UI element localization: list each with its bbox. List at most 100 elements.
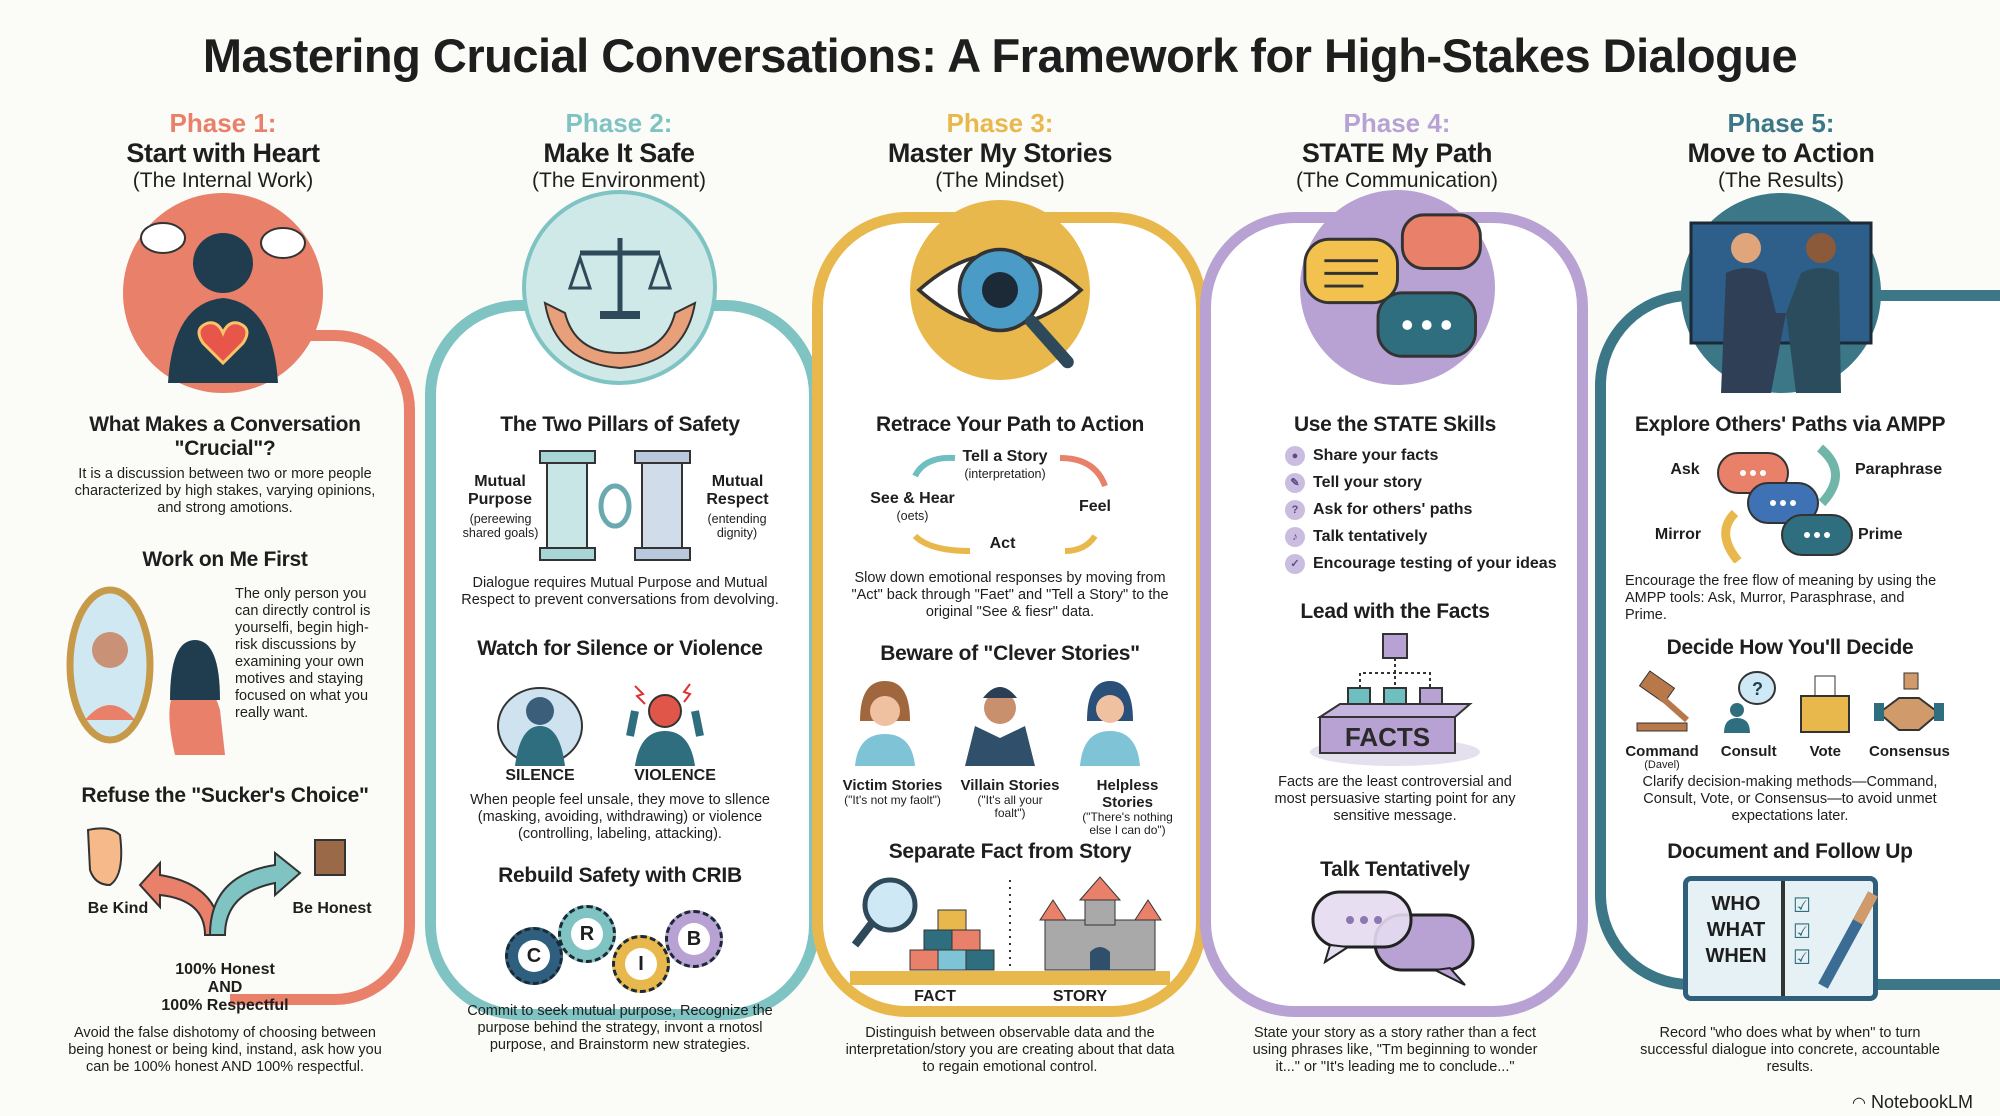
victim-person-icon xyxy=(855,681,915,766)
see-hear-label: See & Hear xyxy=(870,490,955,507)
state-skill-item: ? Ask for others' paths xyxy=(1285,496,1557,523)
story-type-name: Helpless Stories xyxy=(1096,777,1159,811)
facts-block-icon xyxy=(1310,633,1480,766)
ampp-bubbles-icon xyxy=(1717,444,1853,563)
state-skills-list: ●Share your facts ✎Tell your story ? Ask … xyxy=(1285,442,1557,577)
skill-label: Ask for others' paths xyxy=(1313,500,1473,518)
violence-person-icon xyxy=(626,683,704,766)
mirror-label: Mirror xyxy=(1654,526,1702,543)
story-icon: ✎ xyxy=(1285,472,1305,493)
prime-label: Prime xyxy=(1858,526,1903,543)
section-text-document: Record "who does what by when" to turn s… xyxy=(1640,1025,1940,1075)
skill-label: Share your facts xyxy=(1313,446,1439,464)
section-text-work-on-me: The only person you can directly control… xyxy=(235,586,371,721)
method-label: Vote xyxy=(1809,743,1842,760)
gear-icon: B xyxy=(665,910,723,968)
scales-in-hands-icon xyxy=(522,190,717,385)
tentative-bubbles-icon xyxy=(1311,890,1475,986)
method-vote: Vote xyxy=(1795,668,1855,771)
fact-label: FACT xyxy=(914,988,956,1005)
phase-subtitle: (The Environment) xyxy=(532,169,706,192)
section-text-pillars: Dialogue requires Mutual Purpose and Mut… xyxy=(461,575,779,608)
both-label-1: 100% Honest xyxy=(175,961,275,978)
section-title-state-skills: Use the STATE Skills xyxy=(1293,413,1497,436)
state-skill-item: ●Share your facts xyxy=(1285,442,1557,469)
gear-icon: I xyxy=(612,935,670,993)
phase5-header: Phase 5: Move to Action (The Results) xyxy=(1581,108,1981,194)
method-consult: ?Consult xyxy=(1714,668,1784,771)
section-title-talk-tentatively: Talk Tentatively xyxy=(1320,858,1470,881)
section-title-document: Document and Follow Up xyxy=(1667,840,1913,863)
phase-subtitle: (The Mindset) xyxy=(935,169,1065,192)
phase-label: Phase 3: xyxy=(946,108,1054,138)
mutual-respect-label: Mutual Respect xyxy=(706,473,769,508)
feel-label: Feel xyxy=(1078,498,1111,515)
facts-box-label: FACTS xyxy=(1344,722,1431,752)
section-text-suckers-choice: Avoid the false dishotomy of choosing be… xyxy=(68,1025,382,1075)
mutual-purpose-label: Mutual Purpose xyxy=(467,473,532,508)
ask-label: Ask xyxy=(1670,461,1700,478)
method-consensus: Consensus xyxy=(1867,668,1952,771)
act-label: Act xyxy=(989,535,1016,552)
handshake-blueprint-icon xyxy=(1681,193,1881,393)
section-text-ampp: Encourage the free flow of meaning by us… xyxy=(1625,573,1937,623)
mask-icon xyxy=(84,826,136,896)
phase4-frame xyxy=(1200,212,1588,1017)
violence-label: VIOLENCE xyxy=(634,767,716,784)
notebooklm-logo-icon: ◠ xyxy=(1852,1094,1866,1112)
fork-arrows-icon xyxy=(86,827,346,936)
gavel-icon xyxy=(1636,670,1689,732)
phase-title: Move to Action xyxy=(1687,138,1875,168)
heart-person-icon xyxy=(123,193,323,393)
phase-subtitle: (The Internal Work) xyxy=(132,169,314,192)
when-label: WHEN xyxy=(1705,945,1767,967)
phase4-header: Phase 4: STATE My Path (The Communicatio… xyxy=(1197,108,1597,194)
method-label: Consensus xyxy=(1869,743,1950,760)
story-type-quote: ("It's not my faolt") xyxy=(844,793,941,807)
phase-title: Start with Heart xyxy=(126,138,320,168)
state-skill-item: ♪ Talk tentatively xyxy=(1285,523,1557,550)
pen-icon xyxy=(1818,891,1878,989)
ask-icon: ? xyxy=(1285,499,1305,520)
see-hear-sub: (oets) xyxy=(896,509,929,523)
phase-label: Phase 4: xyxy=(1343,108,1451,138)
notebook-icon: WHO WHAT WHEN ☑☑☑ xyxy=(1683,876,1878,1001)
section-title-clever-stories: Beware of "Clever Stories" xyxy=(880,642,1140,665)
phase1-frame xyxy=(230,330,415,1005)
paraphrase-label: Paraphrase xyxy=(1855,461,1943,478)
be-kind-label: Be Kind xyxy=(87,900,149,917)
ballot-box-icon xyxy=(1800,675,1851,733)
section-title-decide: Decide How You'll Decide xyxy=(1666,636,1914,659)
notebooklm-brand: ◠ NotebookLM xyxy=(1852,1092,1973,1113)
who-label: WHO xyxy=(1711,893,1761,915)
silence-label: SILENCE xyxy=(505,767,575,784)
section-title-crib: Rebuild Safety with CRIB xyxy=(498,864,742,887)
page-title: Mastering Crucial Conversations: A Frame… xyxy=(202,29,1798,82)
section-title-pillars: The Two Pillars of Safety xyxy=(500,413,740,436)
section-text-silence-violence: When people feel unsale, they move to sl… xyxy=(470,792,770,842)
method-label: Consult xyxy=(1720,743,1777,760)
skill-label: Talk tentatively xyxy=(1313,527,1428,545)
both-label-3: 100% Respectful xyxy=(161,997,289,1014)
talk-icon: ♪ xyxy=(1285,526,1305,547)
story-label: STORY xyxy=(1052,988,1108,1005)
phase1-header: Phase 1: Start with Heart (The Internal … xyxy=(23,108,423,194)
handshake-icon xyxy=(1874,672,1945,731)
story-type-name: Victim Stories xyxy=(842,777,943,794)
method-command: Command(Davel) xyxy=(1622,668,1702,771)
phase-subtitle: (The Communication) xyxy=(1296,169,1498,192)
story-type-name: Villain Stories xyxy=(960,777,1060,794)
helpless-person-icon xyxy=(1080,681,1140,766)
method-label: Command xyxy=(1625,743,1699,760)
phase-label: Phase 5: xyxy=(1727,108,1835,138)
gear-icon: C xyxy=(505,927,563,985)
fact-vs-story-illustration xyxy=(850,876,1170,985)
phase-title: Make It Safe xyxy=(543,138,695,168)
gear-icon: R xyxy=(558,905,616,963)
phase3-header: Phase 3: Master My Stories (The Mindset) xyxy=(800,108,1200,194)
state-skill-item: ✎Tell your story xyxy=(1285,469,1557,496)
gear-letter-i: I xyxy=(625,948,657,980)
section-title-lead-facts: Lead with the Facts xyxy=(1300,600,1490,623)
crib-gears: C R I B xyxy=(500,905,740,995)
story-type-quote: ("It's all your foalt") xyxy=(977,793,1043,820)
